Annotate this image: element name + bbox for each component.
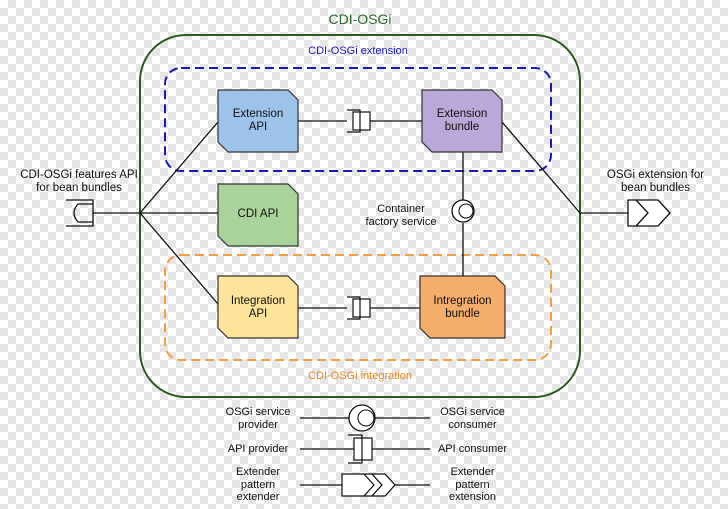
integration-bundle-box[interactable] (419, 275, 506, 339)
left-port-label-line2: for bean bundles (36, 182, 122, 194)
legend-extender-line3: extender (236, 491, 280, 503)
legend-service-consumer-line2: consumer (448, 418, 497, 431)
extension-bundle-box[interactable] (421, 89, 503, 153)
legend-extension-line1: Extender (450, 466, 495, 478)
integration-api-label: Integration API (218, 295, 298, 321)
legend-api-consumer: API consumer (437, 443, 508, 455)
legend-service-provider-line2: provider (238, 418, 278, 431)
cdi-api-label: CDI API (237, 208, 279, 220)
container-factory-service-label: Container factory service (355, 203, 447, 228)
integration-group-frame (164, 254, 552, 361)
container-factory-service-symbol (451, 199, 475, 223)
right-port-arrow-inner (635, 199, 649, 227)
legend-api-symbol (348, 434, 373, 464)
extension-api-box[interactable] (217, 89, 299, 153)
legend-extender: Extender pattern extender (218, 466, 298, 504)
left-port-label-line1: CDI-OSGi features API (20, 169, 138, 181)
cdi-api-box[interactable] (217, 183, 299, 247)
extension-bundle-label-line1: Extension (436, 108, 488, 120)
cdi-osgi-container (139, 34, 581, 398)
extension-group-label: CDI-OSGi extension (308, 45, 408, 57)
extension-group-frame (164, 67, 552, 172)
extension-api-label-line1: Extension (232, 108, 284, 120)
extension-bundle-label: Extension bundle (422, 108, 502, 134)
diagram-title: CDI-OSGi (328, 11, 392, 27)
left-port-label: CDI-OSGi features API for bean bundles (4, 169, 154, 195)
legend-api-provider: API provider (227, 443, 289, 455)
container-service-line2: factory service (365, 215, 437, 228)
integration-api-box[interactable] (217, 275, 299, 339)
left-port-cup (66, 199, 94, 227)
integration-bundle-label-line1: Intregration (433, 295, 492, 307)
right-port-label: OSGi extension for bean bundles (588, 169, 723, 195)
extension-api-label: Extension API (218, 108, 298, 134)
container-service-line1: Container (377, 203, 425, 215)
extension-api-label-line2: API (248, 121, 268, 133)
legend-service-symbol (348, 404, 376, 432)
right-port-label-line1: OSGi extension for (606, 169, 705, 181)
legend-extender-line1: Extender (235, 466, 281, 478)
legend-service-consumer-line1: OSGi service (440, 406, 505, 418)
integration-api-label-line2: API (248, 308, 268, 320)
legend-service-provider-line1: OSGi service (225, 406, 291, 418)
line-to-integration-api (139, 212, 219, 305)
extension-bundle-label-line2: bundle (444, 121, 480, 133)
legend-extender-symbol (341, 473, 396, 497)
legend-extension: Extender pattern extension (430, 466, 515, 504)
legend-extender-line2: pattern (240, 478, 276, 491)
api-consumer-symbol-top (347, 109, 371, 133)
right-port-arrow (627, 199, 671, 227)
legend-extension-line3: extension (448, 491, 497, 503)
legend-extension-line2: pattern (455, 478, 490, 491)
integration-api-label-line1: Integration (230, 295, 286, 307)
legend-service-consumer: OSGi service consumer (430, 406, 515, 431)
right-port-label-line2: bean bundles (620, 182, 691, 194)
legend-service-provider: OSGi service provider (218, 406, 298, 431)
integration-bundle-label-line2: bundle (445, 308, 480, 320)
integration-group-label: CDI-OSGi integration (308, 370, 412, 382)
line-to-extension-api (139, 121, 219, 214)
integration-bundle-label: Intregration bundle (420, 295, 505, 321)
api-consumer-symbol-bottom (347, 296, 371, 320)
line-ext-bundle-to-right (501, 121, 581, 214)
